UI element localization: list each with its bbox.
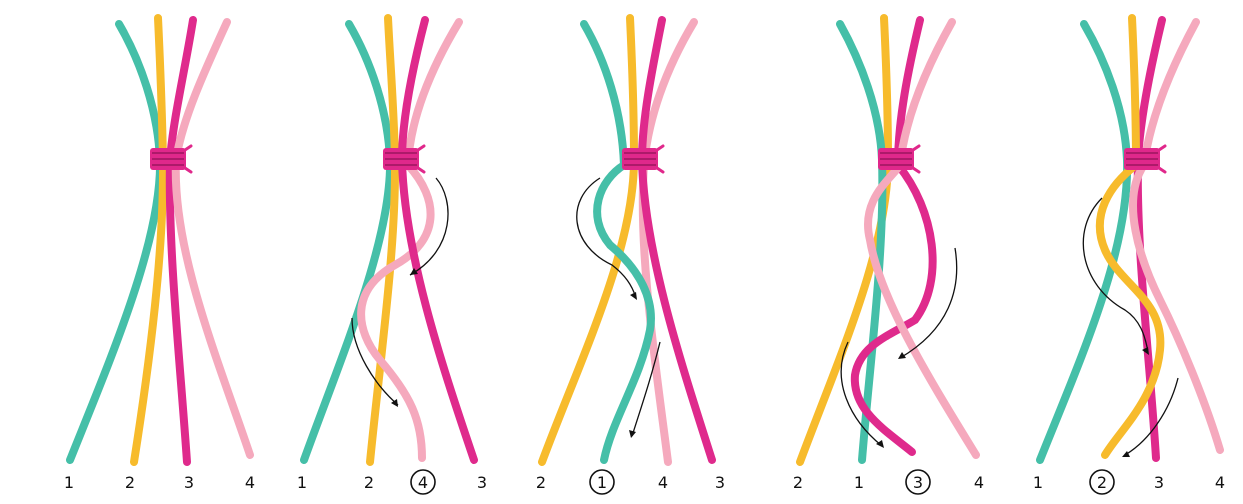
strand-label-active: 3 [913, 473, 923, 492]
strand-label: 3 [184, 473, 194, 492]
strand-label: 4 [245, 473, 255, 492]
step-5 [1036, 14, 1224, 464]
step-3-labels: 2 1 4 3 [536, 469, 725, 495]
active-strand-circle [589, 469, 615, 495]
strand-label: 1 [1033, 473, 1043, 492]
binding-knot [622, 144, 665, 174]
arrowhead [410, 268, 418, 275]
arrow-over [899, 247, 958, 359]
strand-label: 4 [1215, 473, 1225, 492]
step-3 [538, 14, 716, 466]
yellow-cord [366, 14, 400, 466]
binding-knot [383, 144, 426, 174]
arrow-over [409, 177, 449, 276]
pink-cord [864, 18, 980, 459]
active-strand-circle [1089, 469, 1115, 495]
strand-label: 2 [364, 473, 374, 492]
step-2-labels: 1 2 4 3 [297, 469, 487, 495]
pink-cord [1129, 18, 1224, 454]
magenta-cord [397, 16, 478, 464]
arrowhead [391, 399, 398, 407]
teal-cord [1036, 20, 1132, 464]
active-strand-circle [905, 469, 931, 495]
arrow-over [1082, 197, 1149, 353]
strand-label: 4 [974, 473, 984, 492]
strand-label: 1 [297, 473, 307, 492]
step-1-labels: 1 2 3 4 [64, 473, 255, 492]
yellow-cord [796, 14, 893, 466]
arrow-down [840, 341, 883, 447]
strand-label-active: 2 [1097, 473, 1107, 492]
strand-label: 2 [125, 473, 135, 492]
arrow-down [631, 341, 661, 437]
yellow-cord [1095, 14, 1165, 459]
step-4-labels: 2 1 3 4 [793, 469, 984, 495]
magenta-cord [637, 16, 716, 464]
arrowhead [876, 440, 884, 448]
strand-label: 3 [1154, 473, 1164, 492]
strand-label: 4 [658, 473, 668, 492]
arrowhead [1142, 347, 1149, 355]
strand-label: 1 [854, 473, 864, 492]
arrow-over [576, 177, 637, 299]
active-strand-circle [410, 469, 436, 495]
strand-label-active: 4 [418, 473, 428, 492]
teal-cord [580, 20, 655, 464]
step-2 [300, 14, 478, 466]
strand-label: 2 [793, 473, 803, 492]
teal-cord [300, 20, 395, 464]
arrowhead [898, 352, 906, 359]
arrow-down [351, 317, 399, 406]
yellow-cord [130, 14, 168, 466]
pink-cord [171, 18, 254, 459]
strand-label: 3 [715, 473, 725, 492]
arrow-down [1124, 377, 1179, 456]
strand-label: 2 [536, 473, 546, 492]
binding-knot [878, 144, 921, 174]
arrowhead [1122, 451, 1130, 457]
pink-cord [357, 18, 463, 462]
binding-knot [1124, 144, 1167, 174]
magenta-cord [850, 16, 937, 456]
step-1 [66, 14, 254, 466]
arrowhead [630, 292, 637, 300]
strand-label-active: 1 [597, 473, 607, 492]
binding-knot [150, 144, 193, 174]
arrowhead [629, 430, 636, 438]
yellow-cord [538, 14, 639, 466]
step-4 [796, 14, 980, 466]
strand-label: 3 [477, 473, 487, 492]
step-5-labels: 1 2 3 4 [1033, 469, 1225, 495]
magenta-cord [165, 16, 197, 466]
strand-label: 1 [64, 473, 74, 492]
